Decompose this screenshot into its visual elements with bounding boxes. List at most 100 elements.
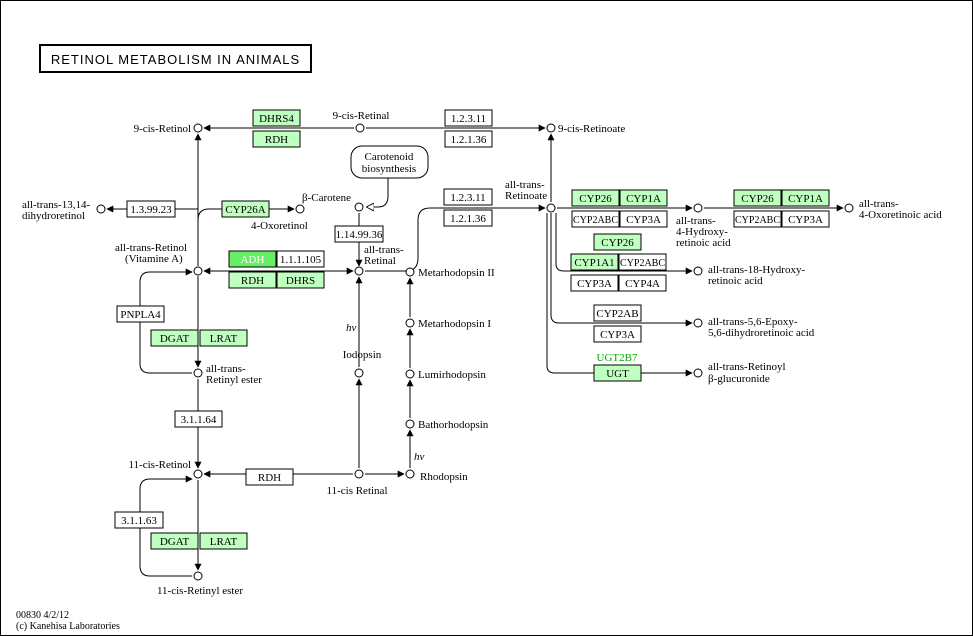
node-metarhodopsin-i[interactable] xyxy=(405,318,415,328)
enzyme-cyp3a-d-label: CYP3A xyxy=(600,329,635,341)
enzyme-ugt-label: UGT xyxy=(606,368,629,380)
enzyme-cyp4a[interactable] xyxy=(618,274,667,292)
map-title: RETINOL METABOLISM IN ANIMALS xyxy=(51,52,300,67)
label-9-cis-retinoate: 9-cis-Retinoate xyxy=(558,123,625,135)
enzyme-ugt2b7-label[interactable]: UGT2B7 xyxy=(597,352,638,364)
enzyme-1-2-3-11-b[interactable] xyxy=(443,188,493,206)
enzyme-1-14-99-36[interactable] xyxy=(334,225,384,243)
node-beta-carotene[interactable] xyxy=(354,202,364,212)
node-all-trans-retinol[interactable] xyxy=(193,266,203,276)
label-carotenoid: Carotenoid xyxy=(365,151,414,163)
enzyme-cyp26-a[interactable] xyxy=(571,189,620,207)
enzyme-cyp2abc-b[interactable] xyxy=(733,210,782,228)
enzyme-1-14-99-36-label: 1.14.99.36 xyxy=(336,229,383,241)
enzyme-pnpla4[interactable] xyxy=(116,305,165,323)
enzyme-1-2-3-11-b-label: 1.2.3.11 xyxy=(450,192,485,204)
enzyme-cyp3a-d[interactable] xyxy=(593,325,642,343)
node-iodopsin[interactable] xyxy=(354,368,364,378)
node-11-cis-retinol[interactable] xyxy=(193,469,203,479)
label-18-hydroxy-1: all-trans-18-Hydroxy- xyxy=(708,264,805,276)
enzyme-3-1-1-63[interactable] xyxy=(114,511,164,529)
node-9-cis-retinol[interactable] xyxy=(193,123,203,133)
label-beta-carotene: β-Carotene xyxy=(302,192,351,204)
enzyme-lrat-b[interactable] xyxy=(199,532,248,550)
enzyme-1-2-3-11-a[interactable] xyxy=(444,109,493,127)
label-11-cis-retinol: 11-cis-Retinol xyxy=(128,459,191,471)
title-box xyxy=(39,44,312,73)
label-11-cis-retinyl-ester: 11-cis-Retinyl ester xyxy=(157,585,243,597)
label-lumirhodopsin: Lumirhodopsin xyxy=(418,369,486,381)
enzyme-rdh-mid[interactable] xyxy=(228,271,277,289)
node-dihydroretinol[interactable] xyxy=(96,204,106,214)
enzyme-cyp1a-a[interactable] xyxy=(619,189,668,207)
label-dihydroretinol-1: all-trans-13,14- xyxy=(22,199,90,211)
enzyme-cyp26a[interactable] xyxy=(221,200,270,218)
node-epoxy-retinoic-acid[interactable] xyxy=(693,318,703,328)
node-11-cis-retinal[interactable] xyxy=(354,469,364,479)
enzyme-cyp2ab[interactable] xyxy=(593,304,642,322)
enzyme-3-1-1-64[interactable] xyxy=(174,410,223,428)
enzyme-lrat-b-label: LRAT xyxy=(210,536,238,548)
enzyme-1-1-1-105-label: 1.1.1.105 xyxy=(280,254,322,266)
enzyme-1-3-99-23[interactable] xyxy=(126,200,176,218)
label-9-cis-retinal: 9-cis-Retinal xyxy=(333,110,390,122)
enzyme-dgat-a[interactable] xyxy=(150,329,199,347)
node-4-hydroxy-retinoic-acid[interactable] xyxy=(693,203,703,213)
label-glucuronide-1: all-trans-Retinoyl xyxy=(708,361,786,373)
enzyme-cyp3a-b[interactable] xyxy=(781,210,830,228)
enzyme-1-2-1-36-a[interactable] xyxy=(444,130,493,148)
enzyme-1-2-3-11-a-label: 1.2.3.11 xyxy=(451,113,486,125)
enzyme-adh[interactable] xyxy=(228,250,277,268)
label-4-oxoretinoic-1: all-trans- xyxy=(859,198,899,210)
node-9-cis-retinal[interactable] xyxy=(355,123,365,133)
enzyme-dgat-b-label: DGAT xyxy=(160,536,190,548)
enzyme-cyp2abc-a[interactable] xyxy=(571,210,620,228)
node-lumirhodopsin[interactable] xyxy=(405,369,415,379)
carotenoid-biosynthesis-map-link[interactable] xyxy=(350,145,429,179)
node-rhodopsin[interactable] xyxy=(405,469,415,479)
enzyme-dgat-a-label: DGAT xyxy=(160,333,190,345)
enzyme-dhrs[interactable] xyxy=(276,271,325,289)
enzyme-3-1-1-64-label: 3.1.1.64 xyxy=(181,414,217,426)
enzyme-cyp3a-b-label: CYP3A xyxy=(788,214,823,226)
label-dihydroretinol-2: dihydroretinol xyxy=(22,210,85,222)
label-all-trans-retinoate-2: Retinoate xyxy=(505,190,547,202)
enzyme-cyp1a1[interactable] xyxy=(570,253,619,271)
enzyme-rdh-top[interactable] xyxy=(252,130,301,148)
enzyme-1-1-1-105[interactable] xyxy=(276,250,325,268)
label-hv-iodopsin: hν xyxy=(346,322,357,334)
node-9-cis-retinoate[interactable] xyxy=(546,123,556,133)
node-all-trans-retinal[interactable] xyxy=(354,266,364,276)
enzyme-lrat-a[interactable] xyxy=(199,329,248,347)
node-all-trans-retinoate[interactable] xyxy=(546,203,556,213)
enzyme-cyp26-b-label: CYP26 xyxy=(741,193,774,205)
enzyme-cyp3a-c-label: CYP3A xyxy=(577,278,612,290)
node-oxoretinol[interactable] xyxy=(295,204,305,214)
enzyme-cyp2abc-c[interactable] xyxy=(618,253,667,271)
enzyme-cyp1a-b[interactable] xyxy=(781,189,830,207)
node-metarhodopsin-ii[interactable] xyxy=(405,267,415,277)
enzyme-cyp26-c[interactable] xyxy=(593,233,642,251)
label-4-hydroxy-3: retinoic acid xyxy=(676,237,731,249)
node-11-cis-retinyl-ester[interactable] xyxy=(193,571,203,581)
enzyme-adh-label: ADH xyxy=(241,254,265,266)
enzyme-cyp26-b[interactable] xyxy=(733,189,782,207)
node-retinyl-ester[interactable] xyxy=(193,368,203,378)
label-rhodopsin: Rhodopsin xyxy=(420,471,468,483)
enzyme-cyp3a-c[interactable] xyxy=(570,274,619,292)
label-4-hydroxy-2: 4-Hydroxy- xyxy=(676,226,728,238)
node-retinoyl-glucuronide[interactable] xyxy=(693,368,703,378)
enzyme-dgat-b[interactable] xyxy=(150,532,199,550)
enzyme-cyp26-a-label: CYP26 xyxy=(579,193,612,205)
node-bathorhodopsin[interactable] xyxy=(405,419,415,429)
enzyme-cyp3a-a[interactable] xyxy=(619,210,668,228)
node-4-oxoretinoic-acid[interactable] xyxy=(844,203,854,213)
label-retinyl-ester-2: Retinyl ester xyxy=(206,374,262,386)
enzyme-rdh-low[interactable] xyxy=(245,468,294,486)
enzyme-1-2-1-36-b[interactable] xyxy=(443,209,493,227)
node-18-hydroxy-retinoic-acid[interactable] xyxy=(693,266,703,276)
enzyme-ugt[interactable] xyxy=(593,364,642,382)
enzyme-dhrs4[interactable] xyxy=(252,109,301,127)
